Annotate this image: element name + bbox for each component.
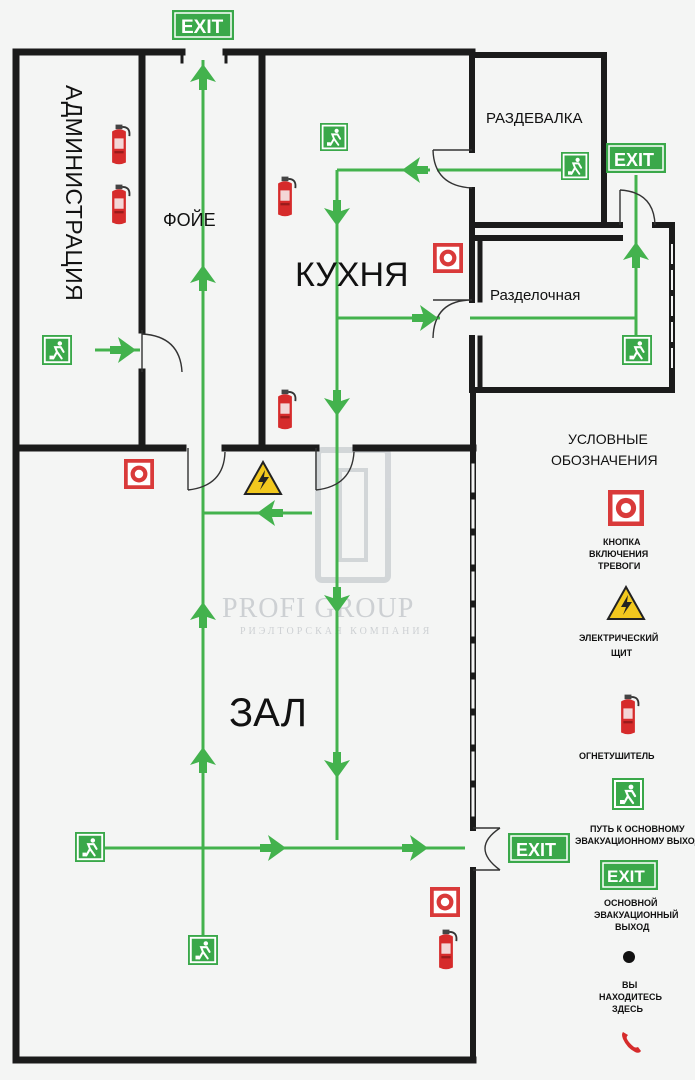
legend-evac-line2: ЭВАКУАЦИОННОМУ ВЫХОДУ (575, 836, 695, 846)
phone-icon (622, 1032, 641, 1053)
evacuation-route-icon (612, 778, 644, 810)
arrow-up-icon (190, 265, 216, 291)
fire-extinguisher-icon (620, 693, 640, 736)
arrow-left-icon (257, 500, 283, 526)
evacuation-route-icon (561, 152, 589, 180)
fire-extinguisher-icon (111, 183, 131, 226)
exit-sign-legend (600, 860, 658, 890)
room-label-locker: РАЗДЕВАЛКА (486, 110, 583, 127)
legend-alarm-line3: ТРЕВОГИ (598, 561, 640, 571)
arrow-up-icon (190, 747, 216, 773)
evacuation-route-icon (75, 832, 105, 862)
legend-electric-line1: ЭЛЕКТРИЧЕСКИЙ (579, 632, 658, 643)
doors (141, 149, 656, 871)
fire-extinguisher-icon (438, 928, 458, 971)
arrow-up-icon (623, 242, 649, 268)
electrical-panel-icon (607, 586, 645, 620)
evacuation-route-icon (188, 935, 218, 965)
alarm-button-icon (433, 243, 463, 273)
legend: УСЛОВНЫЕ ОБОЗНАЧЕНИЯ КНОПКА ВКЛЮЧЕНИЯ ТР… (551, 431, 695, 1053)
exit-sign-main: EXIT (508, 833, 570, 863)
arrow-up-icon (190, 64, 216, 90)
walls (12, 48, 675, 1064)
fire-extinguisher-icon (277, 175, 297, 218)
exit-sign-top: EXIT (172, 10, 234, 40)
exit-sign-right: EXIT (606, 143, 666, 173)
arrow-right-icon (110, 337, 136, 363)
room-label-admin: АДМИНИСТРАЦИЯ (61, 85, 87, 301)
watermark-tagline: РИЭЛТОРСКАЯ КОМПАНИЯ (240, 626, 432, 637)
legend-main-exit-line1: ОСНОВНОЙ (604, 897, 657, 908)
exit-label: EXIT (181, 17, 224, 38)
legend-title-line2: ОБОЗНАЧЕНИЯ (551, 452, 658, 468)
arrow-down-icon (324, 390, 350, 416)
legend-electric-line2: ЩИТ (611, 648, 633, 658)
legend-main-exit-line3: ВЫХОД (615, 922, 650, 932)
arrow-down-icon (324, 200, 350, 226)
legend-alarm-line1: КНОПКА (603, 537, 641, 547)
room-label-prep: Разделочная (490, 287, 580, 304)
arrow-down-icon (324, 752, 350, 778)
watermark-brand: PROFI GROUP (222, 593, 414, 624)
arrow-right-icon (402, 835, 428, 861)
legend-extinguisher: ОГНЕТУШИТЕЛЬ (579, 751, 655, 761)
arrow-right-icon (260, 835, 286, 861)
room-label-hall: ЗАЛ (229, 691, 307, 735)
legend-here-line3: ЗДЕСЬ (612, 1004, 644, 1014)
legend-main-exit-line2: ЭВАКУАЦИОННЫЙ (594, 909, 678, 920)
evacuation-route-icon (622, 335, 652, 365)
exit-label: EXIT (607, 867, 645, 886)
alarm-button-icon (608, 490, 644, 526)
watermark: PROFI GROUP РИЭЛТОРСКАЯ КОМПАНИЯ (222, 447, 432, 637)
evacuation-route-icon (42, 335, 72, 365)
arrow-left-icon (402, 157, 428, 183)
fire-extinguisher-icon (111, 123, 131, 166)
legend-here-line2: НАХОДИТЕСЬ (599, 992, 663, 1002)
legend-title-line1: УСЛОВНЫЕ (568, 431, 648, 447)
you-are-here-dot-icon (623, 951, 635, 963)
fire-extinguisher-icon (277, 388, 297, 431)
room-label-foyer: ФОЙЕ (163, 209, 216, 230)
legend-alarm-line2: ВКЛЮЧЕНИЯ (589, 549, 648, 559)
legend-evac-line1: ПУТЬ К ОСНОВНОМУ (590, 824, 685, 834)
exit-label: EXIT (614, 150, 654, 170)
electrical-panel-icon (244, 461, 282, 495)
alarm-button-icon (430, 887, 460, 917)
room-label-kitchen: КУХНЯ (295, 256, 409, 294)
exit-label: EXIT (516, 840, 556, 860)
legend-here-line1: ВЫ (622, 980, 637, 990)
arrow-up-icon (190, 602, 216, 628)
alarm-button-icon (124, 459, 154, 489)
evacuation-route-icon (320, 123, 348, 151)
